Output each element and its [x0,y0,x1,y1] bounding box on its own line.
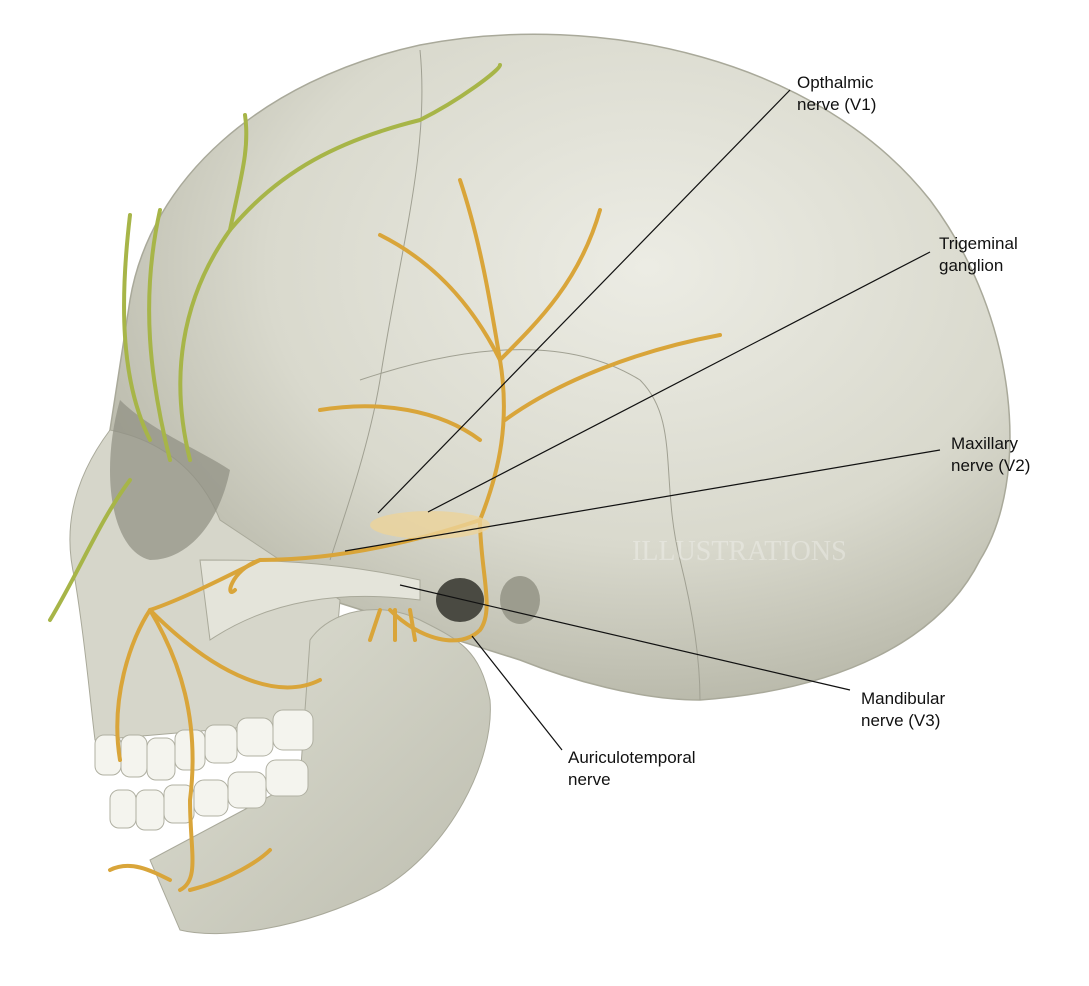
label-auriculotemporal-nerve: Auriculotemporal nerve [568,748,696,789]
supraorbital-nerve [48,63,502,622]
label-maxillary-nerve: Maxillary nerve (V2) [951,434,1031,475]
ear-canal [436,578,484,622]
trigeminal-nerve-branches [108,178,722,892]
watermark: ILLUSTRATIONS [632,536,847,567]
label-trigeminal-ganglion: Trigeminal ganglion [939,234,1018,275]
label-mandibular-nerve: Mandibular nerve (V3) [861,689,946,730]
leader-mandibular [399,584,851,691]
orbit [110,400,230,560]
leader-lines [344,89,941,751]
mandible [149,609,491,935]
sutures [329,49,701,701]
leader-auriculotemporal [471,635,563,751]
label-ophthalmic-nerve: Opthalmic nerve (V1) [797,73,877,114]
leader-ophthalmic [377,89,791,514]
teeth [94,709,314,831]
trigeminal-ganglion [370,511,490,539]
leader-trigeminal [427,251,931,513]
mastoid [500,576,540,624]
leader-maxillary [344,449,941,552]
